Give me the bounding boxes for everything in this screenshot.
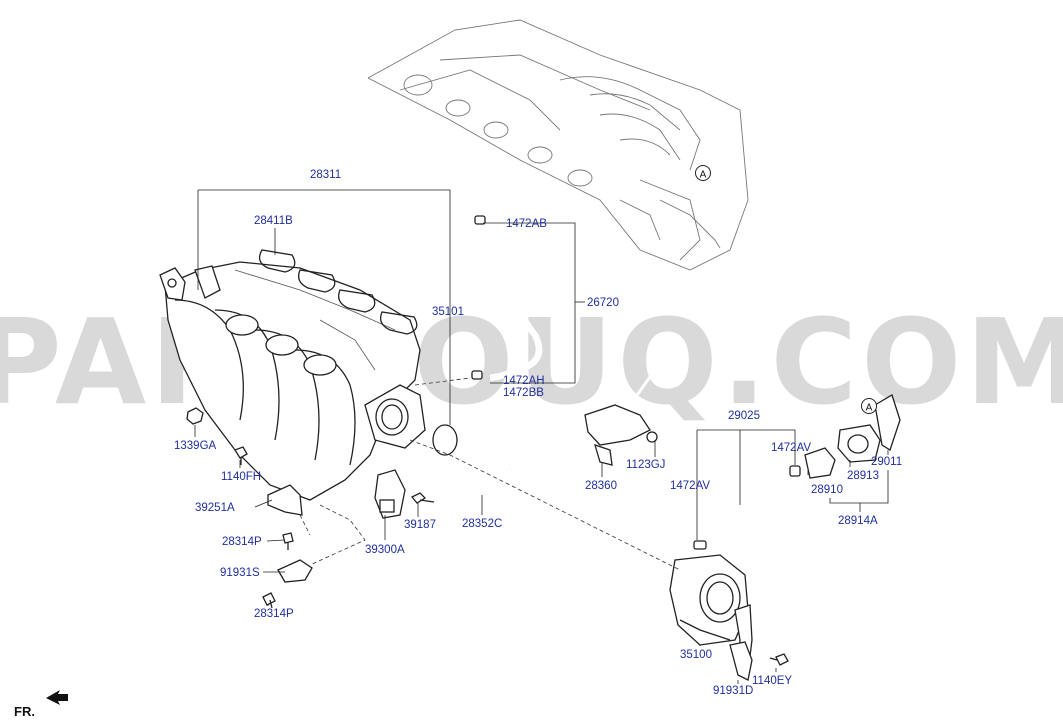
ref-marker-a-bracket: A bbox=[861, 398, 877, 414]
label-35100: 35100 bbox=[680, 649, 712, 661]
label-1123gj: 1123GJ bbox=[626, 459, 665, 471]
label-28913: 28913 bbox=[847, 470, 879, 482]
label-26720: 26720 bbox=[587, 297, 619, 309]
bracket-39251a bbox=[267, 484, 303, 516]
bolt-28314p-bottom bbox=[262, 592, 276, 609]
label-28314p-bottom: 28314P bbox=[254, 608, 294, 620]
label-28360: 28360 bbox=[585, 480, 617, 492]
label-1472av-left: 1472AV bbox=[670, 480, 710, 492]
svg-text:A: A bbox=[866, 403, 873, 414]
map-sensor-39300a bbox=[374, 469, 406, 519]
bracket-91931s bbox=[277, 559, 313, 583]
callout-labels: 28311 28411B 35101 1472AB 26720 1472AH 1… bbox=[174, 169, 902, 697]
bracket-91931d bbox=[729, 641, 753, 681]
engine-cylinder-head bbox=[367, 19, 749, 271]
label-91931s: 91931S bbox=[220, 567, 260, 579]
label-28910: 28910 bbox=[811, 484, 843, 496]
label-1472ab: 1472AB bbox=[506, 218, 547, 230]
front-arrow-icon bbox=[46, 690, 68, 705]
label-29011: 29011 bbox=[871, 456, 902, 468]
bolt-1140fh bbox=[234, 446, 248, 465]
nut-1339ga bbox=[186, 407, 204, 425]
hose-26720 bbox=[471, 215, 543, 382]
pcv-pipe-28360 bbox=[509, 359, 664, 467]
dashed-guide-lines bbox=[299, 377, 681, 571]
front-label: FR. bbox=[14, 704, 35, 719]
leader-lines bbox=[194, 189, 889, 684]
label-1140fh: 1140FH bbox=[221, 471, 261, 483]
label-1472av-right: 1472AV bbox=[771, 442, 811, 454]
label-1472bb: 1472BB bbox=[503, 387, 544, 399]
label-28311: 28311 bbox=[310, 169, 341, 181]
label-1339ga: 1339GA bbox=[174, 440, 217, 452]
hose-28352c bbox=[464, 468, 514, 494]
label-28411b: 28411B bbox=[254, 215, 293, 227]
ref-marker-a-engine: A bbox=[695, 165, 711, 181]
bolt-1140ey bbox=[769, 653, 789, 666]
label-39251a: 39251A bbox=[195, 502, 235, 514]
label-28314p-top: 28314P bbox=[222, 536, 262, 548]
hose-29025 bbox=[693, 465, 801, 550]
label-28352c: 28352C bbox=[462, 518, 502, 530]
label-1140ey: 1140EY bbox=[752, 675, 792, 687]
svg-text:A: A bbox=[700, 170, 707, 181]
label-29025: 29025 bbox=[728, 410, 760, 422]
label-91931d: 91931D bbox=[713, 685, 753, 697]
bolt-28314p-top bbox=[282, 532, 294, 550]
front-direction-indicator: FR. bbox=[14, 690, 68, 719]
bolt-39187 bbox=[410, 492, 435, 504]
label-39300a: 39300A bbox=[365, 544, 405, 556]
label-39187: 39187 bbox=[404, 519, 436, 531]
intake-manifold-28311 bbox=[159, 261, 426, 501]
label-35101: 35101 bbox=[432, 306, 464, 318]
pcv-valve-28910 bbox=[804, 394, 901, 479]
label-28914a: 28914A bbox=[838, 515, 878, 527]
o-ring-35101 bbox=[432, 424, 458, 456]
label-1472ah: 1472AH bbox=[503, 375, 545, 387]
gasket-28411b bbox=[258, 249, 418, 335]
